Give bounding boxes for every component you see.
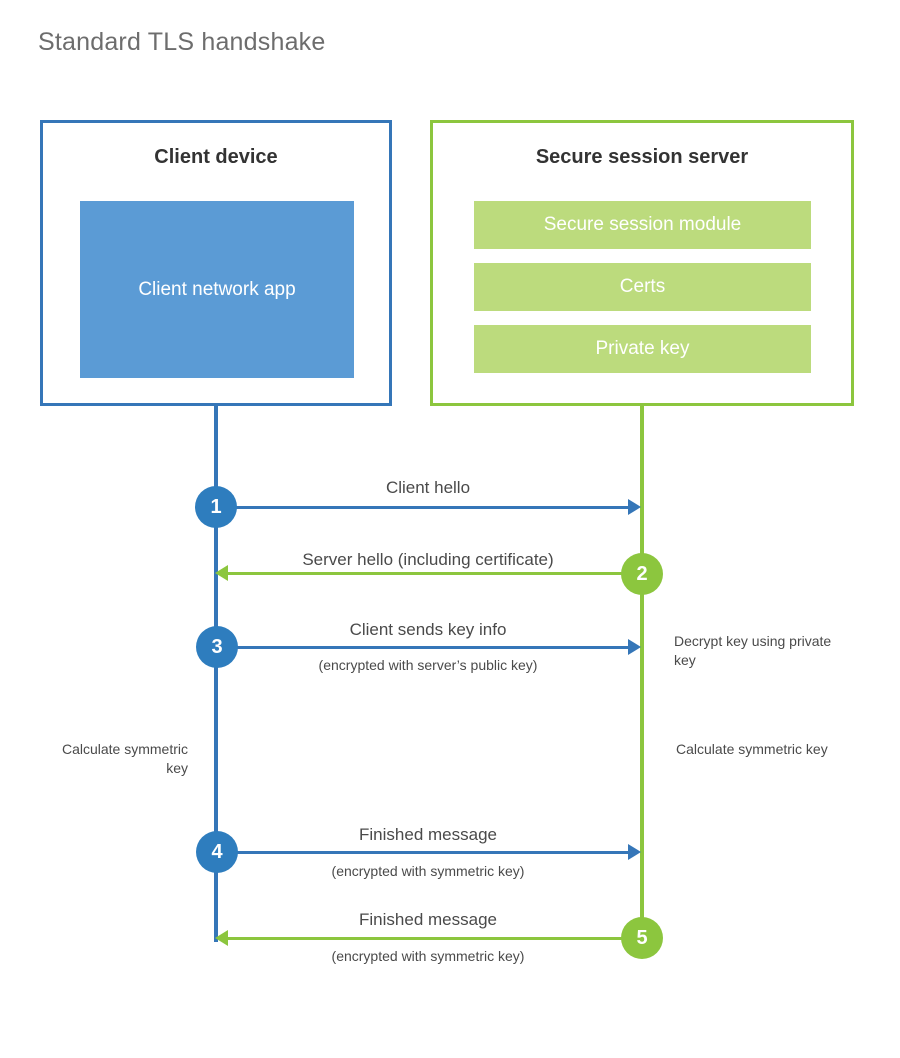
step-5-arrow-line bbox=[228, 937, 640, 940]
step-4-circle[interactable]: 4 bbox=[196, 831, 238, 873]
step-2-circle[interactable]: 2 bbox=[621, 553, 663, 595]
step-3-sublabel: (encrypted with server’s public key) bbox=[318, 657, 538, 673]
step-5-sublabel: (encrypted with symmetric key) bbox=[331, 948, 525, 964]
step-4-sublabel: (encrypted with symmetric key) bbox=[331, 863, 525, 879]
step-5-label: Finished message bbox=[359, 910, 497, 929]
step-5-circle[interactable]: 5 bbox=[621, 917, 663, 959]
server-block-private-key: Private key bbox=[474, 325, 811, 373]
step-3-arrow-line bbox=[216, 646, 628, 649]
step-3-circle[interactable]: 3 bbox=[196, 626, 238, 668]
step-4-arrow-line bbox=[216, 851, 628, 854]
server-lifeline bbox=[640, 406, 644, 922]
client-lifeline bbox=[214, 406, 218, 942]
step-2-arrow-line bbox=[228, 572, 640, 575]
step-2-label: Server hello (including certificate) bbox=[302, 550, 554, 569]
secure-session-server-box: Secure session server Secure session mod… bbox=[430, 120, 854, 406]
page-title: Standard TLS handshake bbox=[38, 28, 326, 56]
client-device-box: Client device Client network app bbox=[40, 120, 392, 406]
step-1-arrow-line bbox=[216, 506, 628, 509]
decrypt-key-annotation: Decrypt key using private key bbox=[674, 633, 832, 668]
client-calculate-symmetric-key-annotation: Calculate symmetric key bbox=[61, 741, 188, 776]
step-1-arrow-head bbox=[628, 499, 641, 515]
server-block-secure-session-module: Secure session module bbox=[474, 201, 811, 249]
step-4-arrow-head bbox=[628, 844, 641, 860]
step-1-circle[interactable]: 1 bbox=[195, 486, 237, 528]
step-2-arrow-head bbox=[215, 565, 228, 581]
step-4-label: Finished message bbox=[359, 825, 497, 844]
step-3-arrow-head bbox=[628, 639, 641, 655]
server-block-certs: Certs bbox=[474, 263, 811, 311]
server-calculate-symmetric-key-annotation: Calculate symmetric key bbox=[676, 741, 828, 757]
step-5-arrow-head bbox=[215, 930, 228, 946]
secure-session-server-title: Secure session server bbox=[535, 146, 749, 168]
client-device-title: Client device bbox=[154, 146, 278, 168]
client-network-app-block: Client network app bbox=[80, 201, 354, 378]
step-3-label: Client sends key info bbox=[349, 620, 507, 639]
step-1-label: Client hello bbox=[385, 478, 471, 497]
